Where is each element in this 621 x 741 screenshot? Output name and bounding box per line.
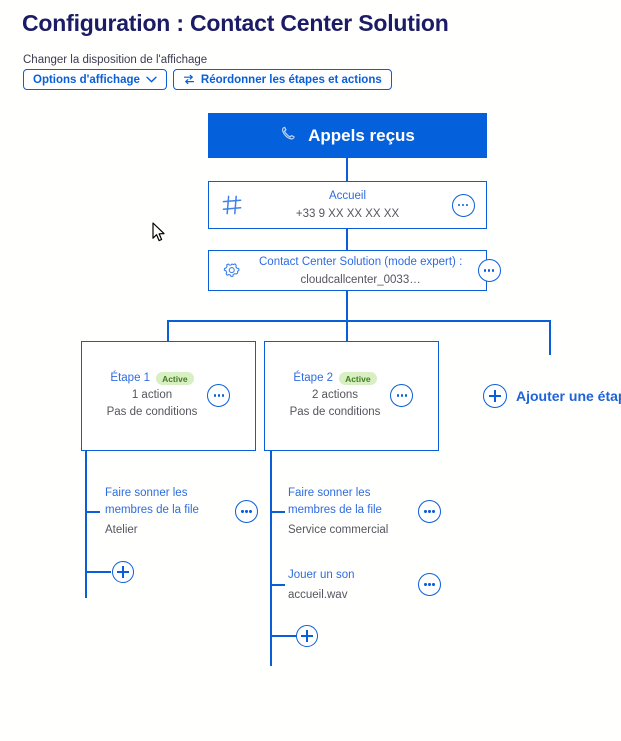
action-step2-1[interactable]: Faire sonner les membres de la file Serv…	[288, 485, 453, 539]
incoming-calls-label: Appels reçus	[308, 125, 415, 145]
node-accueil-title: Accueil	[328, 190, 367, 202]
display-options-button[interactable]: Options d'affichage	[23, 69, 167, 90]
connector-step1-action1	[85, 511, 100, 513]
display-options-label: Options d'affichage	[33, 73, 140, 86]
node-ccs-title: Contact Center Solution (mode expert) :	[259, 255, 463, 268]
status-badge: Active	[156, 372, 194, 385]
step-1-name: Étape 1	[110, 372, 151, 384]
connector-drop-step1	[167, 320, 169, 342]
more-options-icon[interactable]	[390, 384, 414, 407]
connector-step2-action1	[270, 511, 285, 513]
hash-icon	[209, 194, 255, 216]
reorder-arrows-icon	[183, 74, 195, 85]
incoming-calls-banner[interactable]: Appels reçus	[208, 113, 487, 158]
node-accueil-body: Accueil +33 9 XX XX XX XX	[255, 187, 440, 223]
add-step-label: Ajouter une étape	[516, 388, 621, 404]
action-step1-1-sub: Atelier	[105, 524, 138, 536]
toolbar-caption: Changer la disposition de l'affichage	[23, 54, 208, 66]
node-ccs-menu-slot	[466, 259, 512, 282]
action-step2-1-sub: Service commercial	[288, 524, 389, 536]
action-step2-1-title: Faire sonner les membres de la file	[288, 487, 382, 516]
step-2-name: Étape 2	[293, 372, 334, 384]
step-2-text: Étape 2 Active 2 actions Pas de conditio…	[289, 370, 381, 421]
connector-drop-add-step	[549, 320, 551, 355]
node-accueil-number: +33 9 XX XX XX XX	[295, 208, 400, 220]
step-1-conditions: Pas de conditions	[106, 406, 198, 418]
node-ccs-identifier: cloudcallcenter_0033…	[300, 273, 421, 286]
reorder-steps-button[interactable]: Réordonner les étapes et actions	[172, 69, 392, 90]
reorder-steps-label: Réordonner les étapes et actions	[200, 73, 382, 86]
more-options-icon[interactable]	[418, 500, 441, 523]
connector-banner-to-accueil	[346, 158, 348, 181]
step-1-text: Étape 1 Active 1 action Pas de condition…	[106, 370, 198, 421]
connector-step2-add-action	[270, 635, 296, 637]
node-accueil-menu-slot	[440, 193, 486, 217]
more-options-icon[interactable]	[451, 193, 475, 217]
more-options-icon[interactable]	[418, 573, 441, 596]
step-2-actions-count: 2 actions	[311, 389, 358, 401]
mouse-cursor	[152, 222, 166, 248]
page-title: Configuration : Contact Center Solution	[22, 10, 449, 36]
connector-trunk-step1	[85, 448, 87, 598]
action-step1-1[interactable]: Faire sonner les membres de la file Atel…	[105, 485, 270, 539]
add-action-step2-button[interactable]	[296, 625, 318, 647]
plus-icon	[483, 384, 507, 408]
more-options-icon[interactable]	[477, 259, 501, 282]
step-card-2[interactable]: Étape 2 Active 2 actions Pas de conditio…	[264, 341, 439, 451]
connector-accueil-to-ccs	[346, 229, 348, 250]
add-action-step1-button[interactable]	[112, 561, 134, 583]
step-2-head: Étape 2 Active	[290, 370, 381, 387]
status-badge: Active	[339, 372, 377, 385]
connector-branch-bus	[167, 320, 551, 322]
display-toolbar: Options d'affichage Réordonner les étape…	[23, 69, 392, 90]
action-step2-2[interactable]: Jouer un son accueil.wav	[288, 567, 453, 604]
connector-ccs-to-bus	[346, 291, 348, 321]
chevron-down-icon	[146, 76, 157, 83]
action-step2-2-sub: accueil.wav	[288, 589, 348, 601]
node-accueil[interactable]: Accueil +33 9 XX XX XX XX	[208, 181, 487, 229]
phone-icon	[280, 125, 297, 147]
connector-trunk-step2	[270, 448, 272, 666]
action-step1-1-title: Faire sonner les membres de la file	[105, 487, 199, 516]
action-step2-2-title: Jouer un son	[288, 569, 355, 581]
more-options-icon[interactable]	[235, 500, 258, 523]
step-card-1[interactable]: Étape 1 Active 1 action Pas de condition…	[81, 341, 256, 451]
node-contact-center-solution[interactable]: Contact Center Solution (mode expert) : …	[208, 250, 501, 291]
connector-step1-add-action	[85, 571, 111, 573]
connector-step2-action2	[270, 584, 285, 586]
node-ccs-body: Contact Center Solution (mode expert) : …	[255, 253, 466, 289]
connector-drop-step2	[346, 320, 348, 342]
gear-icon	[209, 260, 255, 282]
more-options-icon[interactable]	[207, 384, 231, 407]
step-1-head: Étape 1 Active	[107, 370, 198, 387]
step-2-conditions: Pas de conditions	[289, 406, 381, 418]
step-1-actions-count: 1 action	[131, 389, 173, 401]
add-step-button[interactable]: Ajouter une étape	[483, 384, 621, 408]
